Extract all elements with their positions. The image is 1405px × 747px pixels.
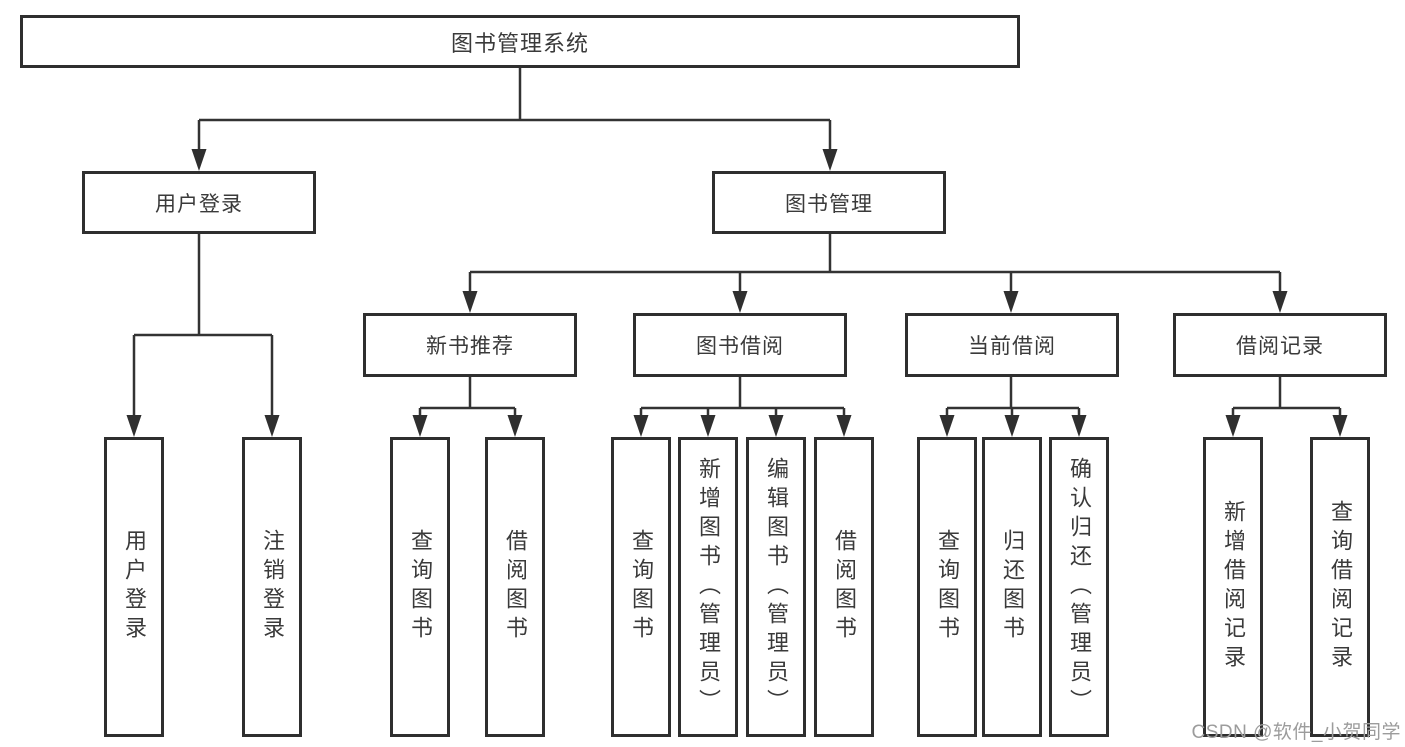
branch-new-book-recommend-label: 新书推荐: [426, 335, 514, 358]
edge-records-to-leaves: [1231, 377, 1342, 419]
leaf-query-books-recommend: 查询图书: [390, 437, 450, 737]
branch-new-book-recommend: 新书推荐: [363, 313, 577, 377]
edge-borrowing-to-leaves: [639, 377, 846, 419]
edge-userlogin-to-leaves: [132, 234, 274, 418]
leaf-logout-label: 注销登录: [260, 529, 285, 645]
leaf-borrow-books-borrowing: 借阅图书: [814, 437, 874, 737]
leaf-logout: 注销登录: [242, 437, 302, 737]
branch-user-login-label: 用户登录: [155, 192, 243, 216]
edge-current-to-leaves: [945, 377, 1081, 419]
branch-current-borrowing: 当前借阅: [905, 313, 1119, 377]
leaf-confirm-return-admin: 确认归还（管理员）: [1049, 437, 1109, 737]
leaf-edit-book-admin: 编辑图书（管理员）: [746, 437, 806, 737]
leaf-edit-book-admin-label: 编辑图书（管理员）: [764, 456, 789, 718]
leaf-return-book-label: 归还图书: [1000, 529, 1025, 645]
leaf-query-borrow-record-label: 查询借阅记录: [1328, 500, 1353, 674]
edge-bookmgmt-to-level3: [468, 233, 1282, 294]
leaf-query-books-current-label: 查询图书: [935, 529, 960, 645]
branch-current-borrowing-label: 当前借阅: [968, 335, 1056, 358]
leaf-return-book: 归还图书: [982, 437, 1042, 737]
leaf-confirm-return-admin-label: 确认归还（管理员）: [1067, 456, 1092, 718]
edge-root-to-level2: [197, 68, 832, 151]
root-node: 图书管理系统: [20, 15, 1020, 68]
csdn-watermark: CSDN @软件_小贺同学: [1191, 722, 1401, 743]
leaf-borrow-books-recommend: 借阅图书: [485, 437, 545, 737]
edge-recommend-to-leaves: [418, 377, 517, 419]
branch-book-management-label: 图书管理: [785, 192, 873, 216]
leaf-query-borrow-record: 查询借阅记录: [1310, 437, 1370, 737]
leaf-query-books-borrowing-label: 查询图书: [629, 529, 654, 645]
leaf-add-borrow-record-label: 新增借阅记录: [1221, 500, 1246, 674]
branch-book-management: 图书管理: [712, 171, 946, 234]
branch-book-borrowing-label: 图书借阅: [696, 335, 784, 358]
branch-borrowing-records: 借阅记录: [1173, 313, 1387, 377]
leaf-add-borrow-record: 新增借阅记录: [1203, 437, 1263, 737]
branch-book-borrowing: 图书借阅: [633, 313, 847, 377]
leaf-query-books-recommend-label: 查询图书: [408, 529, 433, 645]
leaf-add-book-admin: 新增图书（管理员）: [678, 437, 738, 737]
root-node-label: 图书管理系统: [450, 30, 589, 56]
leaf-add-book-admin-label: 新增图书（管理员）: [696, 456, 721, 718]
leaf-borrow-books-borrowing-label: 借阅图书: [832, 529, 857, 645]
leaf-user-login-label: 用户登录: [122, 529, 147, 645]
branch-borrowing-records-label: 借阅记录: [1236, 335, 1324, 358]
leaf-query-books-borrowing: 查询图书: [611, 437, 671, 737]
branch-user-login: 用户登录: [82, 171, 316, 234]
leaf-user-login: 用户登录: [104, 437, 164, 737]
leaf-query-books-current: 查询图书: [917, 437, 977, 737]
leaf-borrow-books-recommend-label: 借阅图书: [503, 529, 528, 645]
